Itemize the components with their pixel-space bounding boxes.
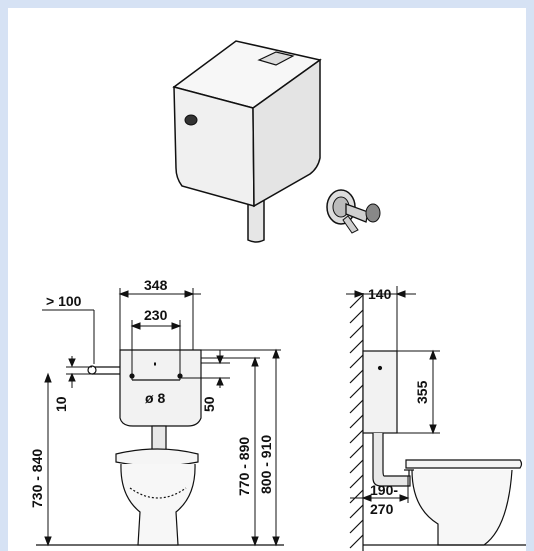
cistern-installation-diagram: 348 230 > 100 ø 8 10 50 730 - 840 770 - …: [29, 40, 526, 551]
dim-drop-10: 10: [53, 396, 69, 412]
side-view: [349, 293, 526, 551]
dim-hole-spacing: 230: [144, 307, 168, 323]
dim-depth: 140: [368, 286, 392, 302]
dim-pipe-dist-top: 190-: [370, 482, 398, 498]
diagram-panel: 348 230 > 100 ø 8 10 50 730 - 840 770 - …: [8, 8, 526, 551]
dim-height-outlet: 730 - 840: [29, 449, 45, 508]
dim-side-offset: > 100: [46, 293, 82, 309]
cistern-illustration: [172, 40, 322, 243]
dim-hole-diameter: ø 8: [145, 390, 165, 406]
side-view-dimensions: [346, 286, 440, 503]
front-view-dimensions: [42, 288, 281, 547]
dim-hole-offset: 50: [201, 396, 217, 412]
dim-height-holes: 770 - 890: [236, 437, 252, 496]
front-view: [36, 349, 284, 546]
dim-front-width: 348: [144, 277, 168, 293]
dim-pipe-dist-bottom: 270: [370, 501, 394, 517]
angle-valve-illustration: [326, 189, 381, 234]
dim-height-top: 800 - 910: [258, 435, 274, 494]
dim-cistern-height: 355: [414, 380, 430, 404]
